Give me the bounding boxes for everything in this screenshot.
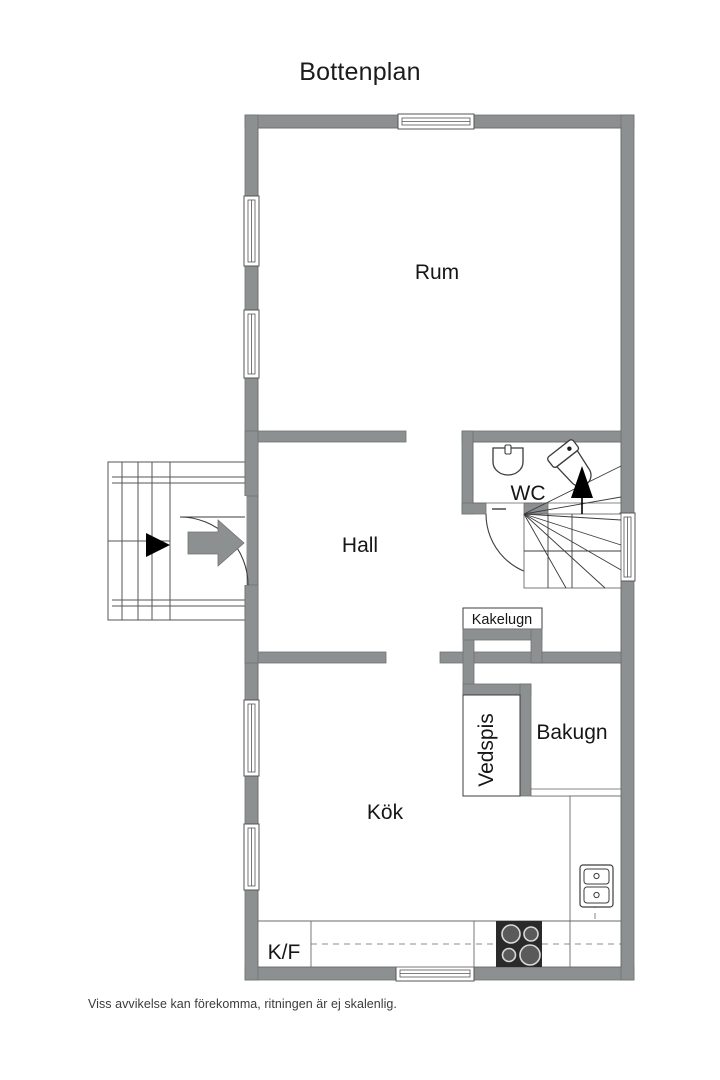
- staircase-icon: [523, 465, 622, 589]
- window-icon: [243, 823, 260, 891]
- stair-up-arrow-icon: [571, 466, 593, 514]
- windows: [243, 113, 636, 982]
- entry-door[interactable]: [179, 496, 249, 586]
- fixture-label-kf: K/F: [268, 941, 301, 964]
- window-icon: [619, 512, 636, 582]
- disclaimer-text: Viss avvikelse kan förekomma, ritningen …: [88, 997, 397, 1011]
- window-icon: [397, 113, 475, 130]
- room-label-wc: WC: [511, 482, 546, 505]
- kitchen-fittings: [257, 795, 622, 968]
- window-icon: [395, 965, 475, 982]
- toilet-icon: [547, 439, 592, 487]
- room-label-rum: Rum: [415, 261, 459, 284]
- window-icon: [243, 699, 260, 777]
- stove-icon: [496, 921, 542, 967]
- room-label-kok: Kök: [367, 801, 404, 824]
- window-icon: [243, 195, 260, 267]
- kitchen-sink-icon: [579, 864, 614, 908]
- entry-arrow-icon: [187, 519, 245, 567]
- entry-direction-triangle-icon: [146, 533, 170, 557]
- sink-icon: [492, 444, 524, 476]
- room-label-hall: Hall: [342, 534, 378, 557]
- fixture-label-kakelugn: Kakelugn: [472, 612, 532, 628]
- heating-block: [462, 607, 622, 797]
- fixture-label-vedspis: Vedspis: [475, 713, 498, 787]
- window-icon: [243, 309, 260, 379]
- fixture-label-bakugn: Bakugn: [536, 721, 607, 744]
- page-title: Bottenplan: [299, 58, 421, 86]
